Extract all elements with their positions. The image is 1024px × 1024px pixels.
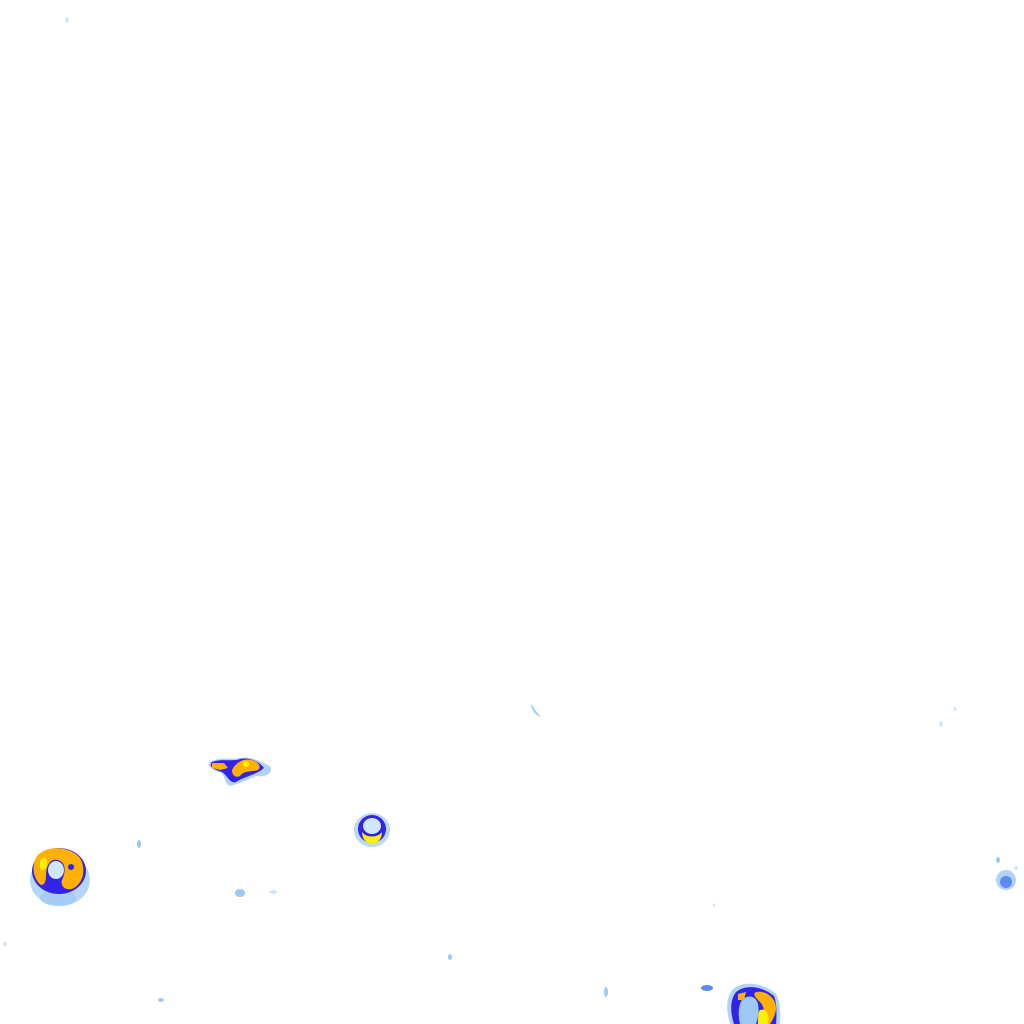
storm-cell-center-small	[354, 813, 390, 847]
echo-speck	[939, 721, 943, 727]
echo-streak	[531, 704, 541, 717]
fr-speck	[996, 857, 1000, 863]
cell-core-inner	[48, 861, 64, 879]
scattered-echoes	[3, 17, 957, 1002]
cluster-core-2	[232, 759, 260, 777]
cell-core-extreme	[40, 857, 48, 871]
cell-core-dot	[68, 864, 74, 870]
echo-speck	[448, 954, 452, 960]
br-core-extreme	[758, 1009, 769, 1024]
cluster-core	[212, 763, 228, 770]
fr-speck	[1014, 866, 1018, 870]
echo-speck	[701, 985, 713, 991]
storm-cell-bottom-right	[727, 983, 781, 1024]
echo-speck	[158, 998, 164, 1002]
storm-cell-far-right	[996, 857, 1018, 890]
br-core-heavy	[754, 991, 776, 1024]
echo-speck	[953, 707, 957, 711]
echo-speck	[137, 840, 141, 848]
center-ring	[363, 818, 381, 834]
storm-cell-upper-cluster	[208, 757, 272, 786]
center-core	[362, 832, 382, 844]
storm-cell-left-large	[30, 848, 90, 906]
echo-speck	[3, 942, 7, 946]
echo-speck	[235, 889, 245, 897]
cluster-core-extreme	[243, 761, 249, 767]
echo-speck	[65, 17, 69, 23]
echo-speck	[712, 903, 716, 907]
cell-tail	[40, 890, 76, 906]
echo-speck	[604, 987, 608, 997]
cell-core-heavy	[33, 848, 84, 890]
br-inner-light	[738, 996, 759, 1024]
br-core-left	[738, 992, 746, 1000]
echo-speck	[269, 890, 277, 894]
fr-core	[1000, 876, 1012, 888]
